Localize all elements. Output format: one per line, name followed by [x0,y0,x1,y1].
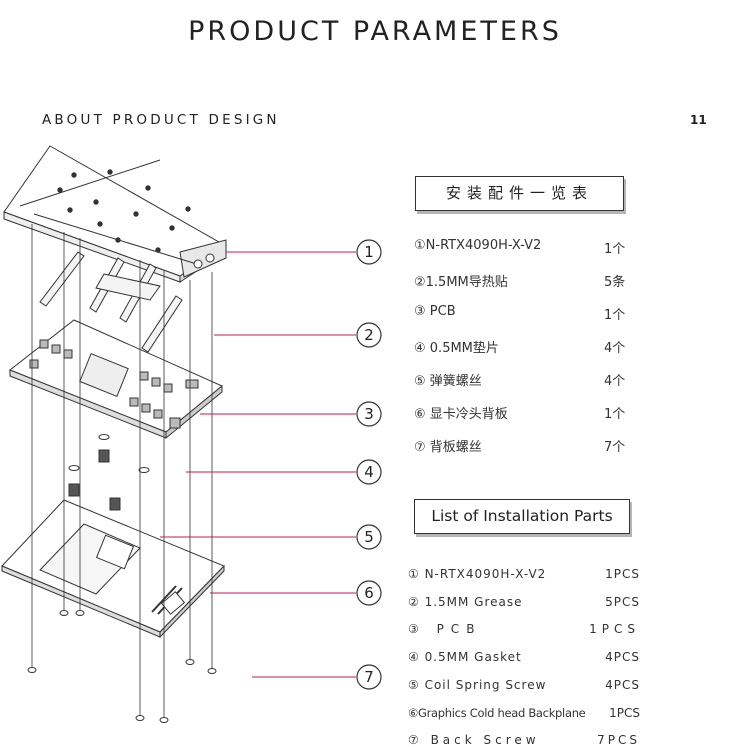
item-name: ③ PCB [414,304,456,319]
en-list-title: List of Installation Parts [414,499,630,534]
callout-5-label: 5 [364,528,374,546]
callout-6-label: 6 [364,584,374,602]
page-title: PRODUCT PARAMETERS [188,16,562,47]
item-name: ②1.5MM导热贴 [414,275,508,290]
item-qty: 7PCS [597,733,640,747]
callout-2-label: 2 [364,326,374,344]
item-name: ①N-RTX4090H-X-V2 [414,238,542,253]
item-name: ⑤ 弹簧螺丝 [414,374,482,389]
exploded-view-diagram: 1 2 3 4 5 6 7 [1,145,382,723]
item-qty: 5PCS [605,595,640,609]
callout-4 [356,459,382,485]
item-name: ⑤ Coil Spring Screw [408,678,547,692]
item-qty: 1PCS [609,706,640,720]
item-name: ⑥Graphics Cold head Backplane [408,706,586,720]
item-qty: 1个 [604,407,626,422]
cn-list-title: 安装配件一览表 [415,176,624,211]
callout-6 [356,580,382,606]
thermal-pads [39,251,183,353]
callout-1-label: 1 [364,243,374,261]
page-number: 11 [690,113,707,127]
item-name: ④ 0.5MM Gasket [408,650,522,664]
item-qty: 1个 [604,242,626,257]
item-name: ⑦ Back Screw [408,733,540,747]
item-name: ④ 0.5MM垫片 [414,341,499,356]
item-name: ② 1.5MM Grease [408,595,523,609]
item-name: ⑦ 背板螺丝 [414,440,482,455]
item-qty: 4个 [604,374,626,389]
backplate-screws [27,610,217,723]
item-qty: 4PCS [605,650,640,664]
callout-5 [356,524,382,550]
callout-3-label: 3 [364,405,374,423]
callout-3 [356,401,382,427]
item-qty: 7个 [604,440,626,455]
callout-2 [356,322,382,348]
callout-4-label: 4 [364,463,374,481]
item-name: ③ PCB [408,622,482,636]
callout-1 [356,239,382,265]
item-qty: 4个 [604,341,626,356]
water-block [3,145,227,283]
callout-7-label: 7 [364,668,374,686]
pcb-board [9,319,223,440]
backplate [1,499,225,639]
item-name: ⑥ 显卡冷头背板 [414,407,508,422]
section-title: ABOUT PRODUCT DESIGN [42,112,280,128]
callout-7 [356,664,382,690]
item-name: ① N-RTX4090H-X-V2 [408,567,547,581]
spring-screws [68,434,150,511]
item-qty: 4PCS [605,678,640,692]
item-qty: 1个 [604,308,626,323]
item-qty: 1PCS [589,622,640,636]
item-qty: 5条 [604,275,626,290]
item-qty: 1PCS [605,567,640,581]
